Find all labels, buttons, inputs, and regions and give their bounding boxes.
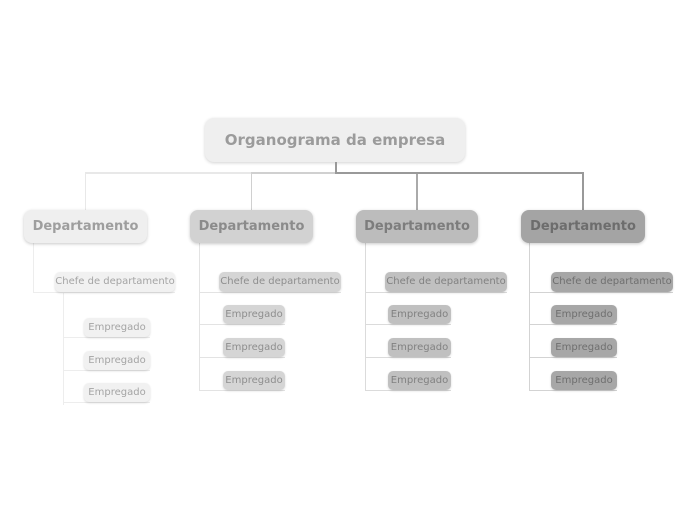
connector-line	[582, 172, 584, 210]
connector-line	[365, 243, 367, 392]
connector-line	[529, 390, 617, 392]
connector-line	[198, 291, 341, 293]
employee-node[interactable]: Empregado	[388, 337, 451, 357]
connector-line	[62, 402, 150, 404]
employee-node[interactable]: Empregado	[84, 317, 150, 337]
chief-node[interactable]: Chefe de departamento	[55, 272, 175, 292]
employee-node[interactable]: Empregado	[223, 304, 285, 324]
connector-line	[32, 291, 175, 293]
connector-line	[529, 243, 531, 392]
chief-node[interactable]: Chefe de departamento	[385, 272, 507, 292]
connector-line	[529, 357, 617, 359]
department-node[interactable]: Departamento	[356, 210, 478, 243]
connector-line	[198, 324, 285, 326]
connector-line	[62, 337, 150, 339]
connector-line	[529, 324, 617, 326]
employee-node[interactable]: Empregado	[223, 337, 285, 357]
connector-line	[198, 357, 285, 359]
department-node[interactable]: Departamento	[190, 210, 313, 243]
connector-line	[529, 291, 673, 293]
connector-line	[84, 172, 87, 210]
connector-line	[198, 390, 285, 392]
connector-line	[334, 162, 337, 174]
employee-node[interactable]: Empregado	[84, 350, 150, 370]
connector-line	[365, 357, 451, 359]
connector-line	[250, 172, 253, 210]
employee-node[interactable]: Empregado	[551, 337, 617, 357]
chief-node[interactable]: Chefe de departamento	[551, 272, 673, 292]
connector-line	[32, 243, 34, 293]
employee-node[interactable]: Empregado	[388, 304, 451, 324]
connector-line	[62, 370, 150, 372]
chief-node[interactable]: Chefe de departamento	[219, 272, 341, 292]
connector-line	[365, 291, 507, 293]
employee-node[interactable]: Empregado	[551, 304, 617, 324]
connector-line	[62, 292, 64, 405]
department-node[interactable]: Departamento	[521, 210, 645, 243]
connector-line	[365, 390, 451, 392]
connector-line	[334, 172, 583, 174]
connector-line	[365, 324, 451, 326]
root-node[interactable]: Organograma da empresa	[205, 118, 465, 162]
connector-line	[85, 172, 337, 174]
connector-line	[198, 243, 200, 392]
employee-node[interactable]: Empregado	[84, 382, 150, 402]
employee-node[interactable]: Empregado	[388, 370, 451, 390]
connector-line	[416, 172, 418, 210]
employee-node[interactable]: Empregado	[551, 370, 617, 390]
employee-node[interactable]: Empregado	[223, 370, 285, 390]
department-node[interactable]: Departamento	[24, 210, 147, 243]
connector-line	[251, 172, 337, 174]
